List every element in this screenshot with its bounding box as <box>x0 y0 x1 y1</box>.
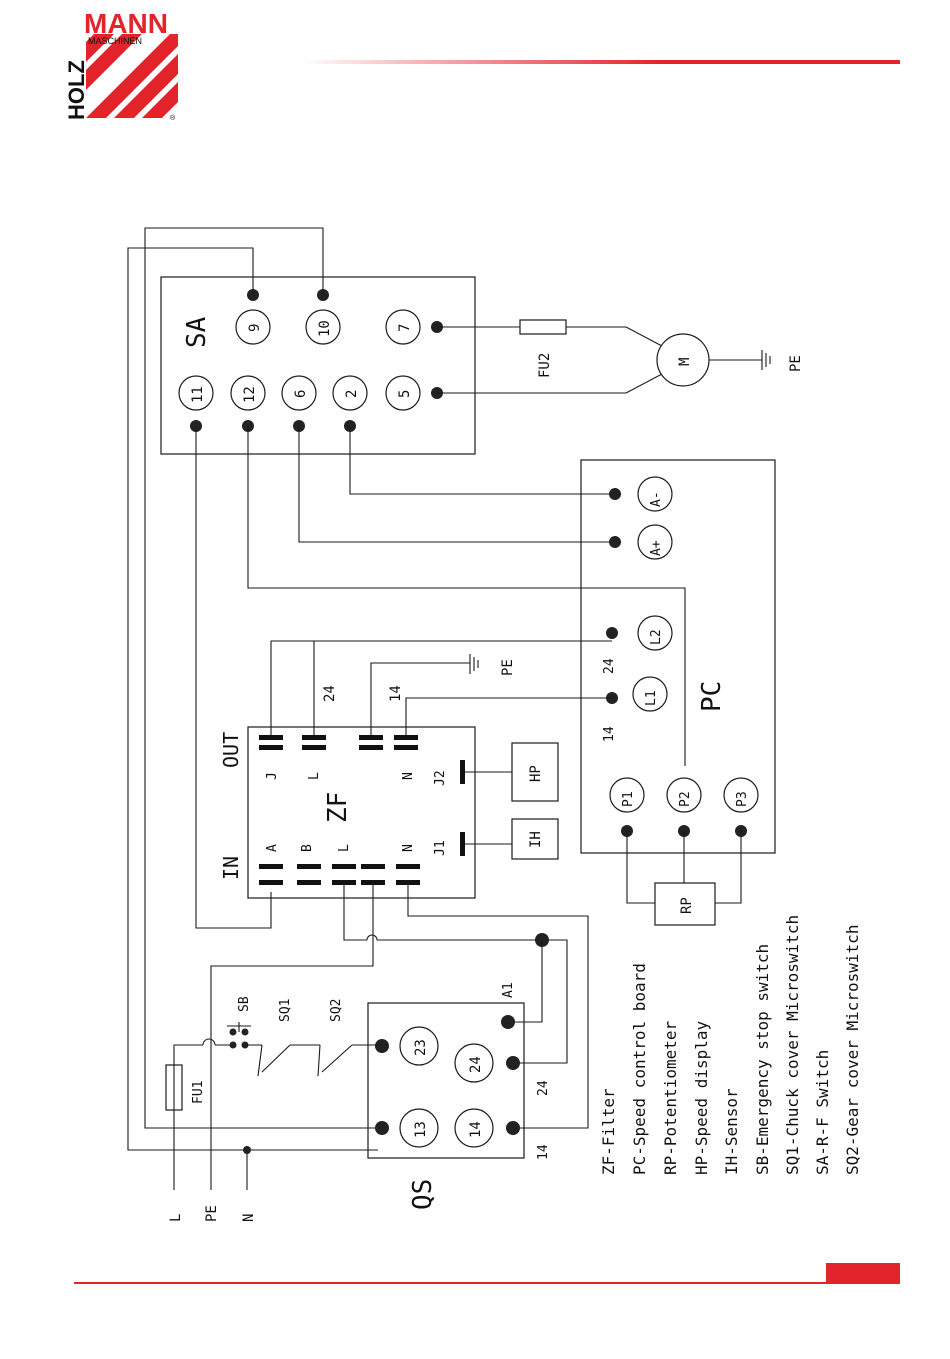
component-legend: ZF-Filter PC-Speed control board RP-Pote… <box>599 915 862 1175</box>
svg-text:P3: P3 <box>735 791 750 807</box>
svg-text:12: 12 <box>242 386 258 403</box>
svg-text:IH: IH <box>528 831 544 848</box>
svg-text:5: 5 <box>397 390 413 398</box>
svg-text:M: M <box>677 358 693 366</box>
legend-item: SQ2-Gear cover Microswitch <box>843 925 862 1175</box>
svg-text:11: 11 <box>190 386 206 403</box>
svg-text:14: 14 <box>602 726 617 742</box>
svg-text:J2: J2 <box>433 770 448 786</box>
supply-l-label: L <box>168 1214 184 1222</box>
sa-switch-block: SA 9 10 7 11 12 6 2 5 <box>160 276 476 455</box>
svg-text:24: 24 <box>536 1080 551 1096</box>
svg-text:L: L <box>337 844 352 852</box>
supply-n-label: N <box>241 1214 257 1222</box>
logo-word-holz: HOLZ <box>66 60 89 120</box>
sa-label: SA <box>182 316 212 348</box>
zf-in-label: IN <box>219 856 243 880</box>
legend-item: SB-Emergency stop switch <box>753 944 772 1175</box>
legend-item: ZF-Filter <box>599 1088 618 1175</box>
fu1-label: FU1 <box>191 1081 206 1104</box>
qs-switch-block: QS 23 24 13 14 A1 24 14 <box>367 982 551 1210</box>
zf-out-label: OUT <box>219 732 243 768</box>
svg-text:L2: L2 <box>649 629 664 645</box>
svg-text:10: 10 <box>317 320 333 337</box>
fu1-fuse <box>165 1064 183 1111</box>
logo-stripes <box>86 34 178 118</box>
svg-text:P2: P2 <box>678 791 693 807</box>
pc-control-board: PC A- A+ L2 L1 P1 P2 P3 24 14 <box>580 459 776 854</box>
svg-text:A: A <box>265 844 280 852</box>
qs-label: QS <box>408 1179 438 1210</box>
svg-text:13: 13 <box>413 1121 429 1138</box>
svg-text:N: N <box>401 772 416 780</box>
footer-rule <box>74 1282 900 1284</box>
sa-wiring <box>127 227 686 1151</box>
motor-circuit: FU2 M PE <box>437 319 804 394</box>
svg-text:L1: L1 <box>644 690 659 706</box>
svg-text:HP: HP <box>528 765 544 782</box>
zf-label: ZF <box>323 792 353 823</box>
svg-text:L: L <box>307 772 322 780</box>
legend-item: HP-Speed display <box>692 1021 711 1175</box>
svg-text:P1: P1 <box>621 791 636 807</box>
pc-label: PC <box>697 681 727 712</box>
svg-text:RP: RP <box>679 897 695 914</box>
logo-word-mann: MANN <box>84 8 168 39</box>
supply-and-safety-switches: FU1 SB SQ1 SQ2 L PE N <box>165 996 382 1222</box>
page-number-tab <box>826 1263 900 1284</box>
svg-text:B: B <box>300 844 315 852</box>
fu2-fuse <box>519 319 567 335</box>
zf-filter: ZF IN OUT J L N J2 A B L N J1 <box>219 726 476 899</box>
legend-item: IH-Sensor <box>722 1088 741 1175</box>
svg-text:A+: A+ <box>649 540 664 556</box>
sb-label: SB <box>237 996 252 1012</box>
wire-24-label: 24 <box>322 685 338 702</box>
svg-text:23: 23 <box>413 1039 429 1056</box>
hp-display <box>511 742 559 802</box>
ih-sensor <box>511 818 559 860</box>
svg-text:24: 24 <box>468 1056 484 1073</box>
legend-item: PC-Speed control board <box>630 963 649 1175</box>
svg-text:24: 24 <box>602 658 617 674</box>
svg-text:A1: A1 <box>501 982 516 998</box>
svg-text:6: 6 <box>293 390 309 398</box>
svg-text:J1: J1 <box>433 840 448 856</box>
holzmann-logo: MANN MASCHINEN HOLZ ® <box>66 8 178 122</box>
svg-text:14: 14 <box>468 1121 484 1138</box>
wire-14-label: 14 <box>388 685 404 702</box>
legend-item: RP-Potentiometer <box>661 1021 680 1175</box>
svg-text:A-: A- <box>649 491 664 507</box>
logo-registered-mark: ® <box>170 114 176 122</box>
header-rule <box>300 60 900 64</box>
rp-potentiometer: RP <box>626 831 742 926</box>
svg-text:J: J <box>265 772 280 780</box>
svg-text:14: 14 <box>536 1144 551 1160</box>
motor-pe-label: PE <box>788 355 804 372</box>
sq2-label: SQ2 <box>329 999 344 1022</box>
legend-item: SQ1-Chuck cover Microswitch <box>783 915 802 1175</box>
svg-text:2: 2 <box>344 390 360 398</box>
zf-wiring: PE 24 14 HP IH <box>210 640 612 1129</box>
sq1-label: SQ1 <box>278 999 293 1022</box>
supply-pe-label: PE <box>204 1205 220 1222</box>
logo-word-maschinen: MASCHINEN <box>88 36 142 46</box>
svg-text:7: 7 <box>397 324 413 332</box>
legend-item: SA-R-F Switch <box>813 1050 832 1175</box>
svg-text:N: N <box>401 844 416 852</box>
filter-pe-label: PE <box>500 659 516 676</box>
fu2-label: FU2 <box>537 353 553 378</box>
svg-text:9: 9 <box>247 324 263 332</box>
